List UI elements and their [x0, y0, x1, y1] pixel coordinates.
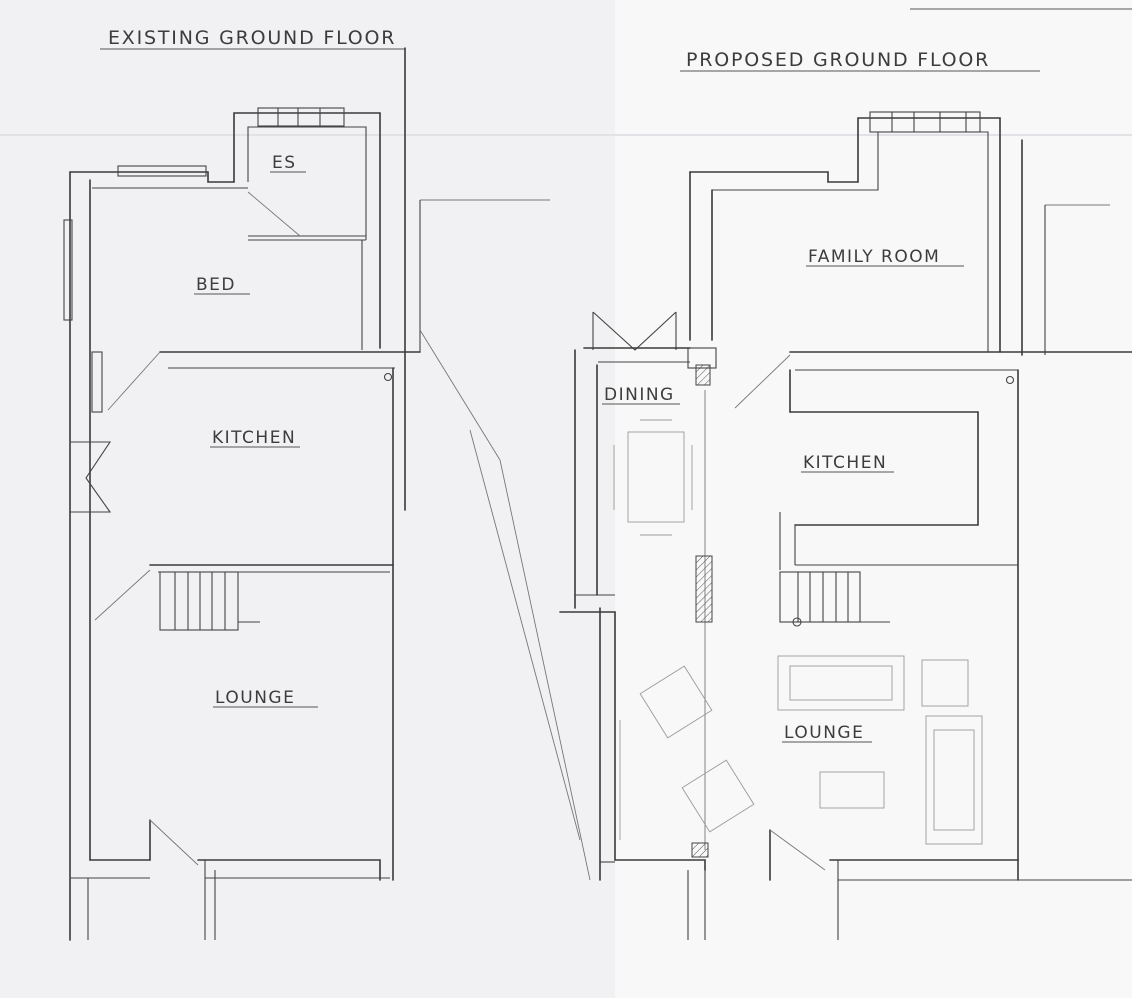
proposed-family-room: FAMILY ROOM: [689, 111, 1110, 356]
existing-kitchen-label: KITCHEN: [212, 428, 296, 448]
existing-bed-label: BED: [196, 275, 236, 295]
proposed-plan-title: PROPOSED GROUND FLOOR: [686, 49, 990, 71]
proposed-lounge-label: LOUNGE: [784, 723, 864, 743]
proposed-kitchen-label: KITCHEN: [803, 453, 887, 473]
proposed-plan: PROPOSED GROUND FLOOR FAMILY ROOM: [559, 49, 1132, 940]
proposed-lounge: LOUNGE: [614, 571, 1132, 940]
existing-bed-room: BED: [63, 165, 363, 941]
proposed-dining-label: DINING: [604, 385, 675, 405]
proposed-family-room-label: FAMILY ROOM: [808, 247, 940, 267]
paper-right-half: [615, 0, 1132, 998]
existing-ensuite-label: ES: [272, 153, 297, 173]
paper-left-half: [0, 0, 615, 998]
existing-plan: EXISTING GROUND FLOOR ES BED: [63, 27, 591, 941]
existing-lounge: LOUNGE: [70, 564, 394, 940]
existing-lounge-label: LOUNGE: [215, 688, 295, 708]
existing-kitchen: KITCHEN: [70, 351, 421, 566]
proposed-kitchen: KITCHEN: [734, 351, 1132, 881]
existing-plan-title: EXISTING GROUND FLOOR: [108, 27, 396, 49]
existing-ensuite: ES: [233, 107, 381, 349]
